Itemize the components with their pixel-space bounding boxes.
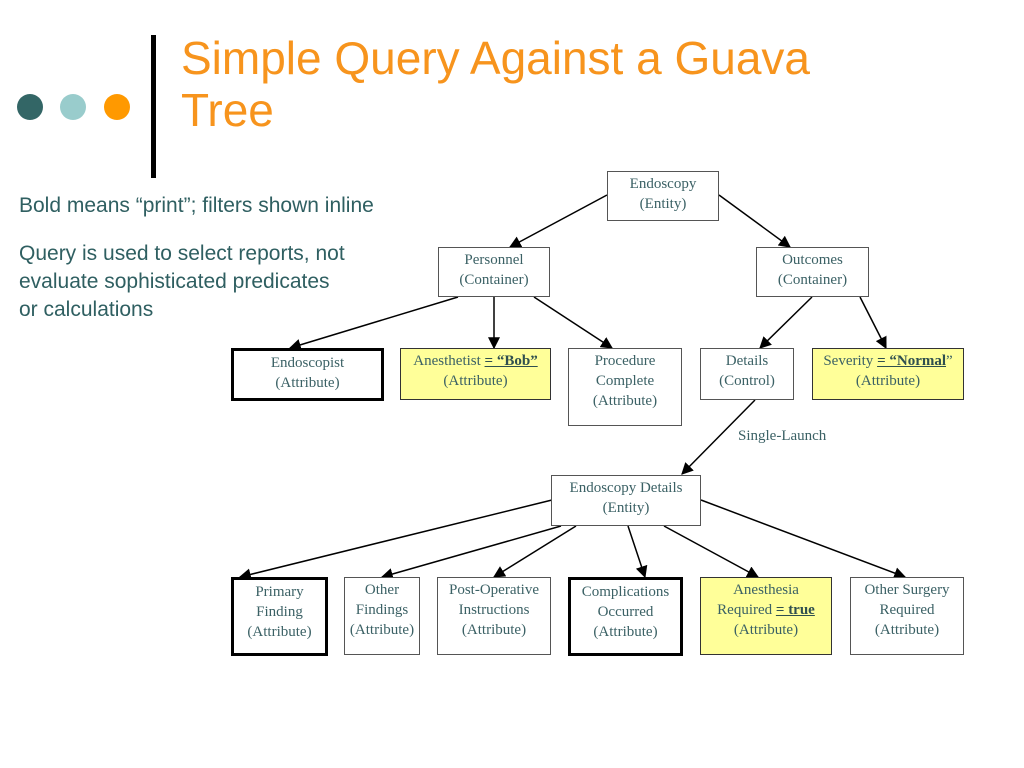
node-type: (Attribute)	[461, 622, 527, 638]
node-anesthesia-required-attribute[interactable]: Anesthesia Required = true (Attribute)	[700, 577, 832, 655]
node-other-findings-attribute[interactable]: Other Findings (Attribute)	[344, 577, 420, 655]
node-type: (Attribute)	[443, 373, 508, 389]
slide-title-line-2: Tree	[181, 84, 274, 136]
node-endoscopist-attribute[interactable]: Endoscopist (Attribute)	[231, 348, 384, 401]
node-complications-occurred-attribute[interactable]: Complications Occurred (Attribute)	[568, 577, 683, 656]
edge-endoscopy-to-personnel	[508, 194, 608, 248]
node-personnel-container[interactable]: Personnel (Container)	[438, 247, 550, 297]
node-type: (Control)	[719, 373, 775, 389]
node-endoscopy-details-entity[interactable]: Endoscopy Details (Entity)	[551, 475, 701, 526]
node-label: Occurred	[597, 604, 654, 620]
node-label: Required	[717, 602, 776, 618]
title-divider	[151, 35, 156, 178]
edge-outcomes-to-details	[759, 296, 813, 349]
node-type: (Attribute)	[593, 624, 658, 640]
node-label: Severity	[823, 353, 878, 369]
node-label: Complications	[581, 584, 670, 600]
node-type: (Attribute)	[592, 393, 658, 409]
node-label: Complete	[595, 373, 655, 389]
edge-endoscopy-details-to-anesthesia-required	[663, 525, 760, 578]
decorative-dot-orange	[104, 94, 130, 120]
node-label: Required	[879, 602, 935, 618]
node-type: (Attribute)	[733, 622, 799, 638]
filter-value: = “Normal	[877, 353, 947, 369]
filter-value: = true	[775, 602, 815, 618]
node-label: Details	[725, 353, 769, 369]
filter-quote: ”	[946, 353, 953, 369]
bullet-text: evaluate sophisticated predicates	[19, 270, 330, 293]
node-type: (Entity)	[602, 500, 650, 516]
edge-endoscopy-details-to-post-operative	[492, 525, 577, 578]
node-severity-attribute[interactable]: Severity = “Normal” (Attribute)	[812, 348, 964, 400]
edge-endoscopy-details-to-complications	[627, 525, 648, 579]
node-label: Finding	[256, 604, 303, 620]
node-label: Endoscopist	[270, 355, 345, 371]
node-procedure-complete-attribute[interactable]: Procedure Complete (Attribute)	[568, 348, 682, 426]
node-label: Other	[364, 582, 400, 598]
decorative-dot-light	[60, 94, 86, 120]
node-endoscopy-entity[interactable]: Endoscopy (Entity)	[607, 171, 719, 221]
node-label: Other Surgery	[864, 582, 950, 598]
node-label: Primary	[255, 584, 304, 600]
node-type: (Container)	[459, 272, 529, 288]
edge-details-to-endoscopy-details	[681, 399, 756, 475]
node-post-operative-instructions-attribute[interactable]: Post-Operative Instructions (Attribute)	[437, 577, 551, 655]
node-type: (Attribute)	[275, 375, 340, 391]
node-type: (Container)	[777, 272, 848, 288]
node-other-surgery-required-attribute[interactable]: Other Surgery Required (Attribute)	[850, 577, 964, 655]
edge-endoscopy-details-to-other-findings	[380, 525, 562, 580]
node-label: Post-Operative	[449, 582, 539, 598]
node-type: (Attribute)	[247, 624, 312, 640]
bullet-text: Query is used to select reports, not	[19, 242, 345, 265]
node-type: (Attribute)	[855, 373, 921, 389]
edge-personnel-to-procedure-complete	[533, 296, 614, 349]
node-label: Endoscopy Details	[569, 480, 683, 496]
edge-personnel-to-endoscopist	[288, 296, 459, 351]
node-anesthetist-attribute[interactable]: Anesthetist = “Bob” (Attribute)	[400, 348, 551, 400]
node-type: (Entity)	[639, 196, 687, 212]
node-primary-finding-attribute[interactable]: Primary Finding (Attribute)	[231, 577, 328, 656]
filter-value: = “Bob”	[484, 353, 538, 369]
bullet-query-purpose: Query is used to select reports, not eva…	[19, 240, 345, 324]
node-label: Procedure	[594, 353, 656, 369]
node-label: Anesthesia	[733, 582, 799, 598]
node-details-control[interactable]: Details (Control)	[700, 348, 794, 400]
slide-title-line-1: Simple Query Against a Guava	[181, 32, 810, 84]
node-outcomes-container[interactable]: Outcomes (Container)	[756, 247, 869, 297]
node-type: (Attribute)	[349, 622, 415, 638]
node-label: Endoscopy	[629, 176, 697, 192]
node-label: Findings	[355, 602, 409, 618]
node-label: Personnel	[464, 252, 524, 268]
node-type: (Attribute)	[874, 622, 940, 638]
node-label: Instructions	[458, 602, 530, 618]
bullet-text: Bold means “print”; filters shown inline	[19, 194, 374, 217]
bullet-text: or calculations	[19, 298, 154, 321]
edge-endoscopy-details-to-other-surgery	[700, 499, 907, 579]
edge-outcomes-to-severity	[859, 296, 887, 350]
slide-title: Simple Query Against a Guava Tree	[181, 32, 810, 136]
edge-endoscopy-to-outcomes	[718, 194, 791, 248]
edge-endoscopy-details-to-primary-finding	[238, 499, 553, 581]
node-label: Anesthetist	[413, 353, 485, 369]
node-label: Outcomes	[782, 252, 843, 268]
decorative-dot-dark	[17, 94, 43, 120]
bullet-bold-means-print: Bold means “print”; filters shown inline	[19, 192, 374, 220]
edge-label-single-launch: Single-Launch	[738, 428, 827, 444]
